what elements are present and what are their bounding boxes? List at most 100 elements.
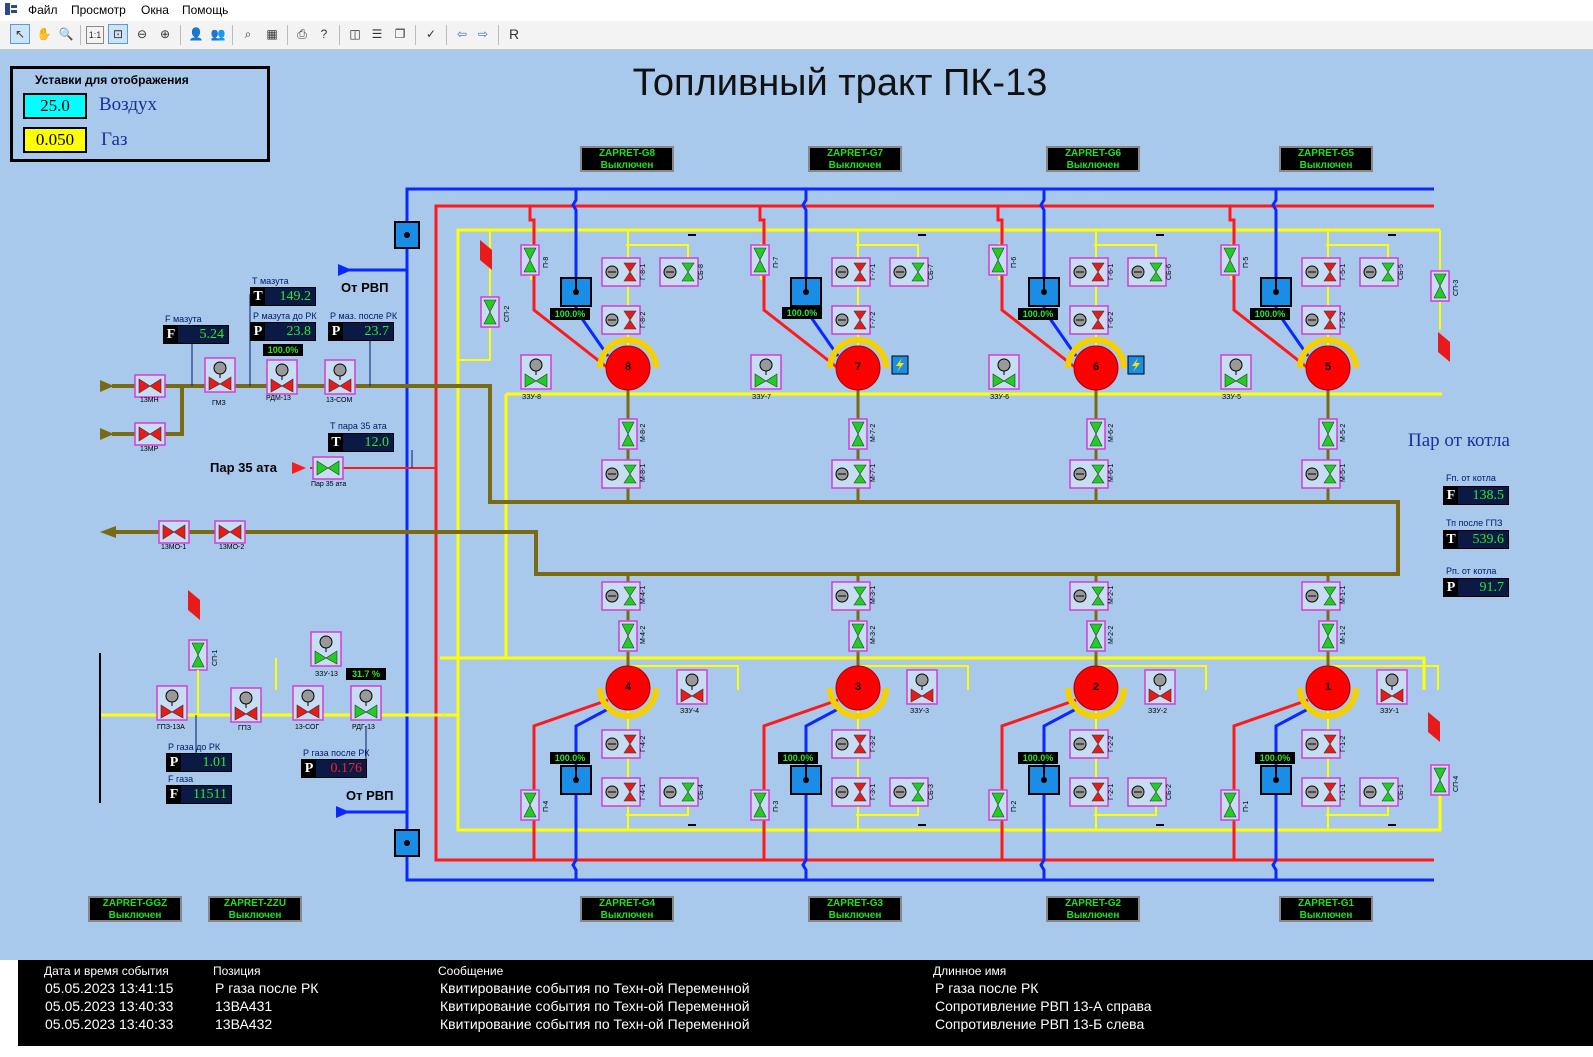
- users-icon[interactable]: 👥: [210, 27, 226, 41]
- steam-branch-line: [1228, 206, 1309, 370]
- valve-СБ-5: [1359, 257, 1399, 287]
- arrow-back-icon[interactable]: ⇦: [456, 27, 468, 41]
- event-datetime[interactable]: 05.05.2023 13:41:15: [45, 980, 174, 996]
- hand-icon[interactable]: ✋: [36, 27, 52, 41]
- valve-half: [229, 524, 242, 540]
- pointer-icon[interactable]: ↖: [10, 24, 30, 44]
- event-longname[interactable]: Р газа после РК: [935, 980, 1039, 996]
- event-position[interactable]: 13ВА431: [215, 998, 273, 1014]
- oil-inlet-arrow-icon: [100, 380, 114, 392]
- split-vertical-icon[interactable]: ◫: [349, 27, 361, 41]
- measurement-letter: P: [329, 323, 343, 340]
- valve-half: [296, 704, 309, 719]
- actuator-gauge-icon: [1385, 673, 1399, 687]
- valve-caption: П-8: [543, 256, 550, 268]
- burner-1-icon: [1305, 665, 1351, 711]
- valve-half: [1159, 688, 1172, 703]
- valve-half: [851, 421, 865, 435]
- zoom-out-icon[interactable]: ⊖: [136, 27, 148, 41]
- valve-caption: ГМЗ: [212, 400, 226, 407]
- air-setpoint-input[interactable]: 25.0: [23, 93, 87, 119]
- event-position[interactable]: Р газа после РК: [215, 980, 319, 996]
- menu-help[interactable]: Помощь: [182, 3, 229, 17]
- actuator-gauge-icon: [359, 689, 373, 703]
- valve-half: [523, 804, 537, 818]
- valve-half: [623, 734, 637, 745]
- valve-half: [208, 376, 221, 391]
- binoculars-icon[interactable]: ⌕: [244, 27, 252, 41]
- air-damper-3: [790, 765, 822, 795]
- split-horizontal-icon[interactable]: ☰: [371, 27, 383, 41]
- event-datetime[interactable]: 05.05.2023 13:40:33: [45, 998, 174, 1014]
- zapret-state: Выключен: [600, 160, 654, 171]
- user-icon[interactable]: 👤: [188, 27, 204, 41]
- event-message[interactable]: Квитирование события по Техн-ой Переменн…: [440, 980, 750, 996]
- valve-caption: Г-2-2: [1108, 735, 1115, 752]
- acknowledge-icon[interactable]: ✓: [425, 27, 437, 41]
- zapret-name: ZAPRET-G5: [1297, 148, 1355, 159]
- zapret-name: ZAPRET-ZZU: [223, 898, 287, 909]
- print-icon[interactable]: ⎙: [297, 27, 307, 41]
- valve-СБ-6: [1127, 257, 1167, 287]
- valve-caption: М-1-1: [1340, 585, 1347, 604]
- zoom-1-1-button[interactable]: 1:1: [86, 26, 104, 44]
- valve-П-8: [520, 244, 540, 276]
- table-icon[interactable]: ▦: [266, 27, 278, 41]
- cascade-windows-icon[interactable]: ❐: [394, 27, 406, 41]
- gas-setpoint-input[interactable]: 0.050: [23, 127, 87, 153]
- valve-caption: 13-СОГ: [295, 724, 320, 731]
- menu-view[interactable]: Просмотр: [71, 3, 126, 17]
- zoom-in-icon[interactable]: ⊕: [159, 27, 171, 41]
- reset-button[interactable]: R: [508, 26, 520, 42]
- help-icon[interactable]: ?: [320, 27, 328, 41]
- event-datetime[interactable]: 05.05.2023 13:40:33: [45, 1016, 174, 1032]
- fuel-tract-scheme: Уставки для отображения 25.0 Воздух 0.05…: [0, 50, 1593, 960]
- valve-caption: М-1-2: [1340, 625, 1347, 644]
- valve-П-3: [750, 789, 770, 821]
- event-position[interactable]: 13ВА432: [215, 1016, 273, 1032]
- event-message[interactable]: Квитирование события по Техн-ой Переменн…: [440, 998, 750, 1014]
- event-longname[interactable]: Сопротивление РВП 13-Б слева: [935, 1016, 1145, 1032]
- valve-half: [753, 259, 767, 273]
- valve-half: [1323, 791, 1337, 802]
- valve-half: [991, 804, 1005, 818]
- zoom-fit-icon[interactable]: ⊡: [108, 24, 128, 44]
- event-longname[interactable]: Сопротивление РВП 13-А справа: [935, 998, 1152, 1014]
- arrow-forward-icon[interactable]: ⇨: [477, 27, 489, 41]
- menu-windows[interactable]: Окна: [141, 3, 169, 17]
- gas-zzu-line: [860, 665, 969, 690]
- valve-caption: СБ-2: [1166, 784, 1173, 800]
- air-damper-percent-badge: 100.0%: [550, 752, 590, 764]
- vent-flag-sp2-icon: [480, 240, 492, 270]
- menu-file[interactable]: Файл: [28, 3, 58, 17]
- burner-number: 5: [1324, 361, 1332, 373]
- valve-half: [1223, 804, 1237, 818]
- magnifier-icon[interactable]: 🔍: [58, 27, 74, 41]
- vent-flag-sp4-icon: [1428, 712, 1440, 742]
- valve-caption: М-6-2: [1108, 423, 1115, 442]
- event-message[interactable]: Квитирование события по Техн-ой Переменн…: [440, 1016, 750, 1032]
- valve-half: [1091, 464, 1105, 475]
- valve-caption: СП-4: [1453, 775, 1460, 792]
